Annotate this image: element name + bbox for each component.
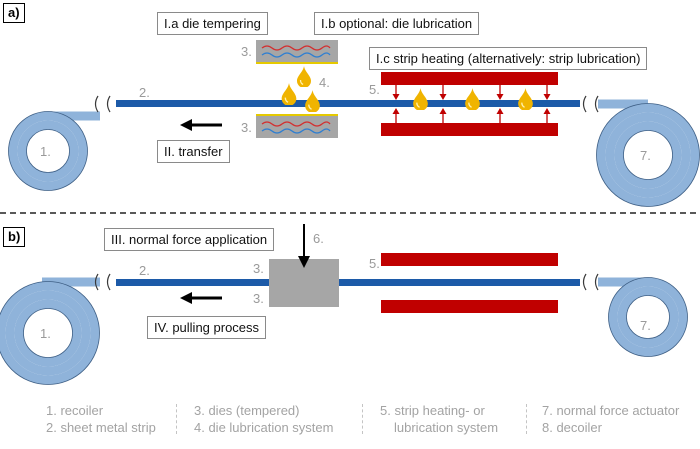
arrow-down-icon (298, 224, 310, 268)
label-decoiler-b: 7. (640, 318, 651, 333)
panel-b-tag: b) (3, 227, 26, 247)
heater-top (381, 72, 558, 85)
heater-top-b (381, 253, 558, 266)
legend-item-strip: 2. sheet metal strip (46, 420, 156, 435)
decoiler-coil (596, 99, 700, 207)
label-heating-b: 5. (369, 256, 380, 271)
panel-b (0, 224, 688, 385)
sheet-metal-strip (116, 100, 580, 107)
legend-item-strip-heating: 5. strip heating- or (380, 403, 485, 418)
label-die-bottom: 3. (241, 120, 252, 135)
label-recoiler-b: 1. (40, 326, 51, 341)
label-die-bottom-b: 3. (253, 291, 264, 306)
legend-item-recoiler: 1. recoiler (46, 403, 104, 418)
break-mark-icon-b (94, 273, 599, 291)
label-strip: 2. (139, 85, 150, 100)
label-die-top-b: 3. (253, 261, 264, 276)
recoiler-coil (8, 111, 100, 191)
break-mark-icon (94, 95, 599, 113)
legend-item-actuator: 7. normal force actuator (542, 403, 680, 418)
panel-a-tag: a) (3, 3, 25, 23)
decoiler-coil-b (598, 277, 688, 357)
die-top (256, 40, 338, 64)
heating-arrows (392, 85, 551, 123)
label-recoiler: 1. (40, 144, 51, 159)
panel-a (8, 40, 700, 207)
legend-item-die-lubrication: 4. die lubrication system (194, 420, 334, 435)
label-heating: 5. (369, 82, 380, 97)
legend-separator (526, 404, 527, 434)
transfer-box: II. transfer (157, 140, 230, 163)
die-lubrication-box: I.b optional: die lubrication (314, 12, 480, 35)
legend-item-strip-heating-cont: lubrication system (394, 420, 499, 435)
legend-separator (176, 404, 177, 434)
label-lubrication: 4. (319, 75, 330, 90)
normal-force-box: III. normal force application (104, 228, 275, 251)
die-tempering-box: I.a die tempering (157, 12, 268, 35)
label-decoiler: 7. (640, 148, 651, 163)
legend-item-decoiler: 8. decoiler (542, 420, 602, 435)
label-strip-b: 2. (139, 263, 150, 278)
strip-lubrication-drops (413, 88, 533, 110)
pulling-process-box: IV. pulling process (147, 316, 267, 339)
heater-bottom (381, 123, 558, 136)
recoiler-coil-b (0, 277, 100, 385)
label-die-top: 3. (241, 44, 252, 59)
label-actuator: 6. (313, 231, 324, 246)
legend-item-dies: 3. dies (tempered) (194, 403, 300, 418)
heater-bottom-b (381, 300, 558, 313)
arrow-left-icon (180, 119, 222, 131)
arrow-left-icon-b (180, 292, 222, 304)
die-bottom (256, 114, 338, 138)
legend-separator (362, 404, 363, 434)
strip-heating-box: I.c strip heating (alternatively: strip … (369, 47, 648, 70)
sheet-metal-strip-b (116, 279, 580, 286)
